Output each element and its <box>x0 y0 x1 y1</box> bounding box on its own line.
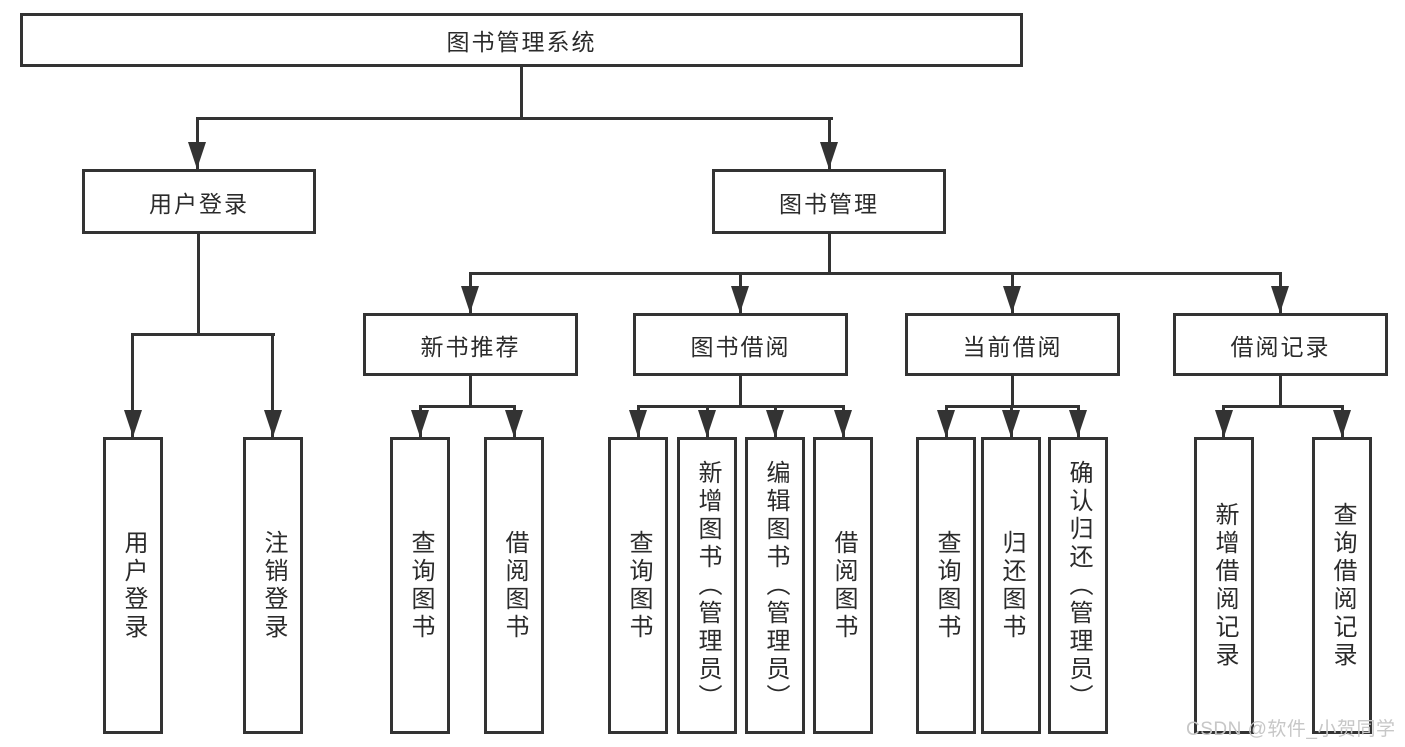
leaf-logout-label: 注销登录 <box>260 529 287 642</box>
node-book-borrowing-label: 图书借阅 <box>690 333 791 360</box>
arrow-down-icon <box>1002 410 1020 437</box>
leaf-add-borrow-record-label: 新增借阅记录 <box>1211 501 1238 670</box>
leaf-confirm-return-admin-label: 确认归还（管理员） <box>1065 459 1092 712</box>
leaf-add-book-admin-label: 新增图书（管理员） <box>694 459 721 712</box>
leaf-return-book-label: 归还图书 <box>998 529 1025 642</box>
connector-line <box>271 333 274 437</box>
node-new-book-recommend: 新书推荐 <box>363 313 578 376</box>
node-current-borrowing-label: 当前借阅 <box>962 333 1063 360</box>
arrow-down-icon <box>1271 286 1289 313</box>
arrow-down-icon <box>834 410 852 437</box>
arrow-down-icon <box>411 410 429 437</box>
leaf-add-borrow-record: 新增借阅记录 <box>1194 437 1254 734</box>
arrow-down-icon <box>1003 286 1021 313</box>
connector-line <box>1222 405 1344 408</box>
leaf-current-query-books-label: 查询图书 <box>933 529 960 642</box>
node-borrowing-records: 借阅记录 <box>1173 313 1388 376</box>
node-book-management-label: 图书管理 <box>779 190 879 217</box>
connector-line <box>469 376 472 408</box>
arrow-down-icon <box>937 410 955 437</box>
node-borrowing-records-label: 借阅记录 <box>1230 333 1331 360</box>
leaf-borrowing-borrow-books: 借阅图书 <box>813 437 873 734</box>
arrow-down-icon <box>1069 410 1087 437</box>
node-user-login-label: 用户登录 <box>149 190 249 217</box>
arrow-down-icon <box>731 286 749 313</box>
connector-line <box>196 117 833 120</box>
leaf-logout: 注销登录 <box>243 437 303 734</box>
leaf-borrowing-query-books-label: 查询图书 <box>625 529 652 642</box>
leaf-current-query-books: 查询图书 <box>916 437 976 734</box>
arrow-down-icon <box>461 286 479 313</box>
watermark: CSDN @软件_小贺同学 <box>1186 719 1396 740</box>
connector-line <box>419 405 516 408</box>
leaf-edit-book-admin-label: 编辑图书（管理员） <box>762 459 789 712</box>
arrow-down-icon <box>1215 410 1233 437</box>
arrow-down-icon <box>188 142 206 169</box>
arrow-down-icon <box>698 410 716 437</box>
leaf-user-login: 用户登录 <box>103 437 163 734</box>
connector-line <box>520 65 523 120</box>
connector-line <box>131 333 134 437</box>
leaf-query-borrow-record-label: 查询借阅记录 <box>1329 501 1356 670</box>
leaf-confirm-return-admin: 确认归还（管理员） <box>1048 437 1108 734</box>
leaf-recommend-borrow-books: 借阅图书 <box>484 437 544 734</box>
arrow-down-icon <box>766 410 784 437</box>
leaf-borrowing-query-books: 查询图书 <box>608 437 668 734</box>
connector-line <box>197 233 200 336</box>
connector-line <box>469 272 1282 275</box>
arrow-down-icon <box>505 410 523 437</box>
leaf-recommend-borrow-books-label: 借阅图书 <box>501 529 528 642</box>
arrow-down-icon <box>1333 410 1351 437</box>
leaf-add-book-admin: 新增图书（管理员） <box>677 437 737 734</box>
connector-line <box>828 233 831 275</box>
node-book-management: 图书管理 <box>712 169 946 234</box>
node-library-system: 图书管理系统 <box>20 13 1023 67</box>
leaf-edit-book-admin: 编辑图书（管理员） <box>745 437 805 734</box>
arrow-down-icon <box>629 410 647 437</box>
node-library-system-label: 图书管理系统 <box>446 29 597 55</box>
arrow-down-icon <box>124 410 142 437</box>
arrow-down-icon <box>264 410 282 437</box>
node-current-borrowing: 当前借阅 <box>905 313 1120 376</box>
connector-line <box>739 376 742 408</box>
connector-line <box>1279 376 1282 408</box>
leaf-return-book: 归还图书 <box>981 437 1041 734</box>
connector-line <box>1011 376 1014 408</box>
arrow-down-icon <box>820 142 838 169</box>
node-user-login: 用户登录 <box>82 169 316 234</box>
leaf-user-login-label: 用户登录 <box>120 529 147 642</box>
connector-line <box>131 333 275 336</box>
leaf-recommend-query-books: 查询图书 <box>390 437 450 734</box>
leaf-query-borrow-record: 查询借阅记录 <box>1312 437 1372 734</box>
leaf-recommend-query-books-label: 查询图书 <box>407 529 434 642</box>
leaf-borrowing-borrow-books-label: 借阅图书 <box>830 529 857 642</box>
node-book-borrowing: 图书借阅 <box>633 313 848 376</box>
node-new-book-recommend-label: 新书推荐 <box>420 333 521 360</box>
connector-line <box>637 405 845 408</box>
